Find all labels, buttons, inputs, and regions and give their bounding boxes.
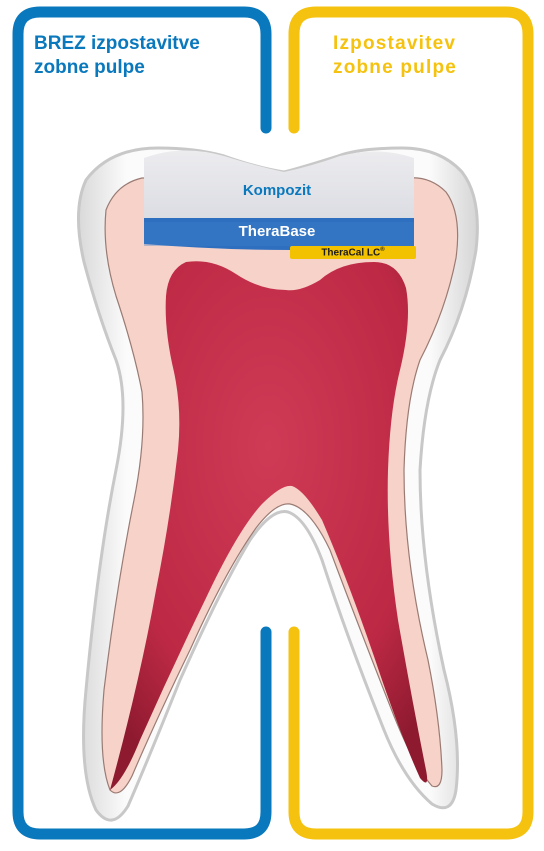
right-title-line1: Izpostavitev bbox=[333, 32, 457, 56]
composite-label: Kompozit bbox=[140, 182, 414, 199]
theracal-label: TheraCal LC® bbox=[290, 247, 416, 258]
left-panel-title: BREZ izpostavitve zobne pulpe bbox=[34, 32, 200, 80]
left-title-line2: zobne pulpe bbox=[34, 56, 200, 80]
theracal-text: TheraCal LC bbox=[321, 247, 380, 258]
therabase-label: TheraBase bbox=[140, 223, 414, 240]
right-panel-title: Izpostavitev zobne pulpe bbox=[333, 32, 457, 80]
left-title-line1: BREZ izpostavitve bbox=[34, 32, 200, 56]
right-title-line2: zobne pulpe bbox=[333, 56, 457, 80]
registered-mark: ® bbox=[380, 247, 384, 253]
